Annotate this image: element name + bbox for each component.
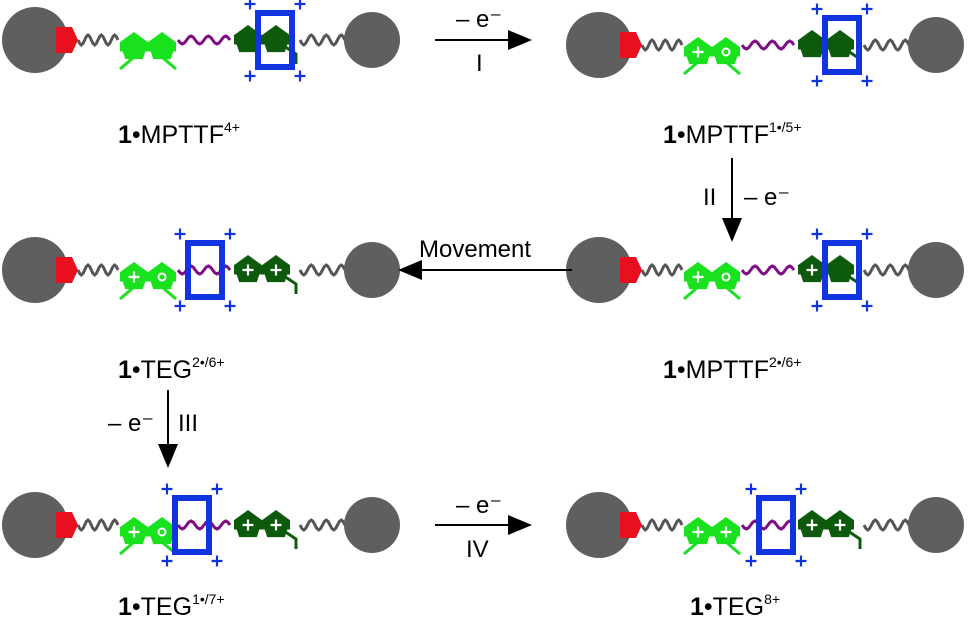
chain-left <box>76 32 120 48</box>
right-stopper <box>344 12 400 68</box>
red-stopper <box>620 512 642 538</box>
red-stopper <box>56 257 78 283</box>
purple-linker <box>176 519 232 531</box>
purple-linker <box>740 39 796 51</box>
right-stopper <box>908 17 964 73</box>
light-green-unit <box>119 262 177 301</box>
rotaxane-5 <box>2 483 400 567</box>
cyclophane-ring <box>811 3 873 87</box>
light-green-unit <box>119 517 177 556</box>
chain-left <box>640 37 684 53</box>
light-green-unit <box>683 37 741 76</box>
chain-right <box>298 263 347 277</box>
chain-right <box>862 38 911 52</box>
arrow-movement-label: Movement <box>419 236 532 263</box>
rotaxane-3 <box>566 228 964 312</box>
arrow-II-reagent: – e⁻ <box>744 184 791 211</box>
cyclophane-ring <box>161 483 223 567</box>
cyclophane-ring <box>745 483 807 567</box>
state-label-6: 1•TEG8+ <box>690 591 781 621</box>
dark-green-unit <box>797 30 862 69</box>
rotaxane-4 <box>2 228 400 312</box>
arrow-IV-reagent: – e⁻ <box>456 492 503 519</box>
chain-left <box>76 517 120 533</box>
red-stopper <box>620 32 642 58</box>
rotaxane-2 <box>566 3 964 87</box>
state-label-5: 1•TEG1•/7+ <box>118 591 225 621</box>
red-stopper <box>620 257 642 283</box>
purple-linker <box>740 519 796 531</box>
state-label-1: 1•MPTTF4+ <box>118 119 240 149</box>
light-green-unit <box>683 517 741 556</box>
left-stopper <box>2 237 68 303</box>
cyclophane-ring <box>174 228 236 312</box>
right-stopper <box>344 242 400 298</box>
rotaxane-6 <box>566 483 964 567</box>
chain-right <box>298 518 347 532</box>
arrow-III-step: III <box>178 410 199 437</box>
right-stopper <box>908 497 964 553</box>
arrow-I-step: I <box>476 50 483 77</box>
left-stopper <box>566 492 632 558</box>
left-stopper <box>566 237 632 303</box>
red-stopper <box>56 512 78 538</box>
chain-right <box>298 33 347 47</box>
purple-linker <box>176 34 232 46</box>
red-stopper <box>56 27 78 53</box>
state-label-2: 1•MPTTF1•/5+ <box>663 119 802 149</box>
dark-green-unit <box>797 510 862 549</box>
cyclophane-ring <box>811 228 873 312</box>
right-stopper <box>344 497 400 553</box>
arrow-I-reagent: – e⁻ <box>456 6 503 33</box>
chain-left <box>640 517 684 533</box>
left-stopper <box>2 492 68 558</box>
arrow-IV-step: IV <box>466 536 489 563</box>
chain-left <box>640 262 684 278</box>
rotaxane-1 <box>2 0 400 82</box>
light-green-unit <box>119 32 177 71</box>
dark-green-unit <box>797 255 862 294</box>
dark-green-unit <box>233 25 298 64</box>
dark-green-unit <box>233 510 298 549</box>
chain-right <box>862 263 911 277</box>
chain-left <box>76 262 120 278</box>
state-label-4: 1•TEG2•/6+ <box>118 354 225 384</box>
chain-right <box>862 518 911 532</box>
cyclophane-ring <box>244 0 306 82</box>
left-stopper <box>566 12 632 78</box>
arrow-II-step: II <box>703 184 717 211</box>
dark-green-unit <box>233 255 298 294</box>
arrow-III-reagent: – e⁻ <box>108 410 155 437</box>
light-green-unit <box>683 262 741 301</box>
left-stopper <box>2 7 68 73</box>
right-stopper <box>908 242 964 298</box>
state-label-3: 1•MPTTF2•/6+ <box>663 354 802 384</box>
purple-linker <box>740 264 796 276</box>
